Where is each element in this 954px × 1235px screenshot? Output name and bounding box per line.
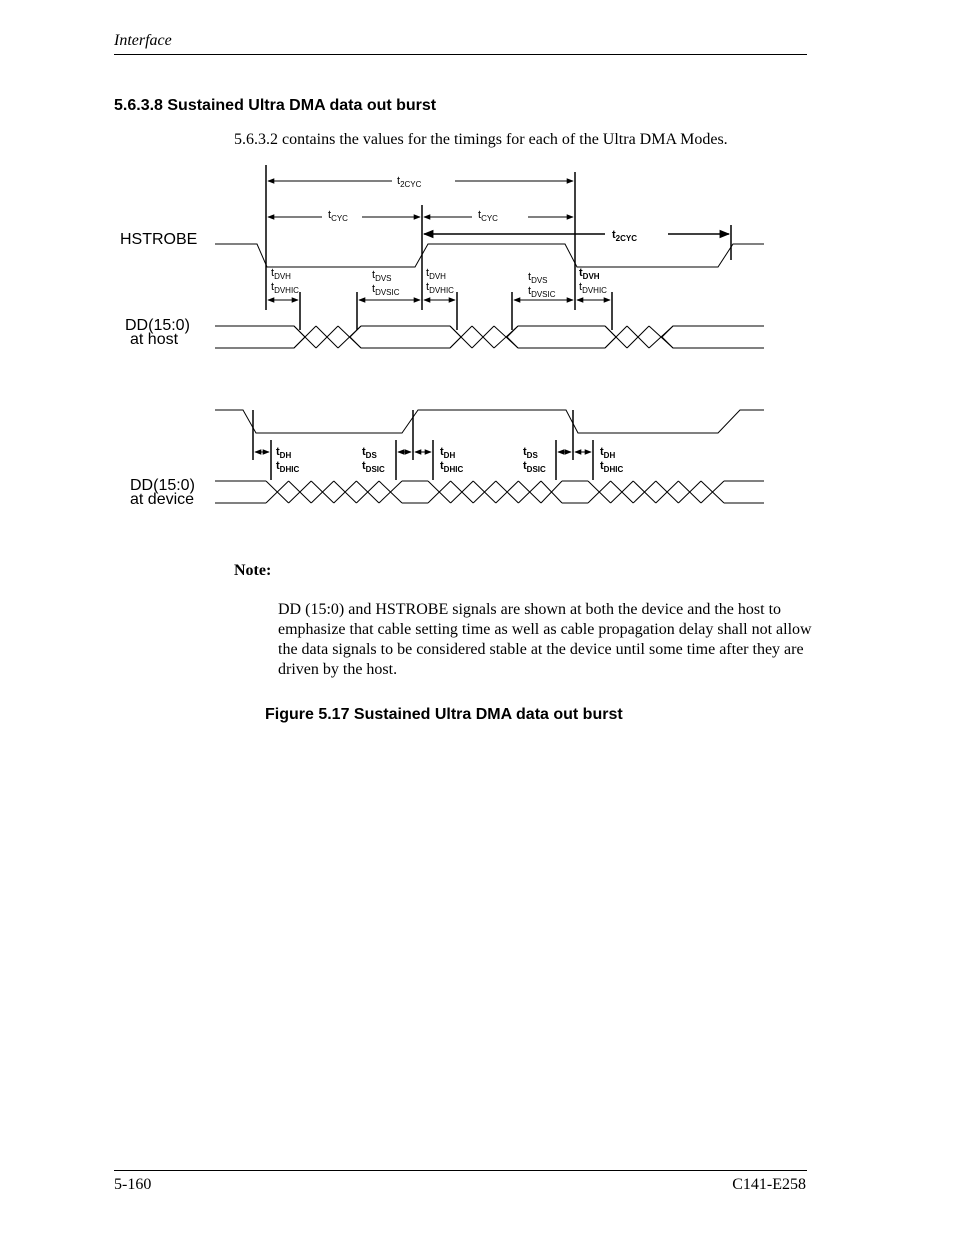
- svg-text:tDVH: tDVH: [579, 267, 600, 281]
- hstrobe-waveform: [215, 243, 764, 268]
- svg-text:tDVHIC: tDVHIC: [426, 281, 454, 295]
- svg-text:tDH: tDH: [600, 446, 615, 460]
- t2cyc-dimension-1: t2CYC: [267, 175, 574, 189]
- dd-device-label-2: at device: [130, 491, 194, 508]
- svg-text:tDH: tDH: [276, 446, 291, 460]
- svg-text:tDHIC: tDHIC: [600, 460, 623, 474]
- svg-text:tDHIC: tDHIC: [440, 460, 463, 474]
- svg-text:tDSIC: tDSIC: [523, 460, 546, 474]
- note-label: Note:: [234, 562, 272, 579]
- t2cyc-dimension-2: t2CYC: [422, 229, 731, 243]
- svg-text:tDVHIC: tDVHIC: [579, 281, 607, 295]
- running-header: Interface: [114, 32, 172, 49]
- svg-text:tDVSIC: tDVSIC: [372, 283, 400, 297]
- footer-rule: [114, 1170, 807, 1171]
- svg-text:tDVH: tDVH: [271, 267, 291, 281]
- device-reference-lines: [252, 410, 594, 480]
- section-title: 5.6.3.8 Sustained Ultra DMA data out bur…: [114, 97, 437, 114]
- svg-text:tDVH: tDVH: [426, 267, 446, 281]
- dd-host-label-1: DD(15:0): [125, 317, 190, 334]
- svg-text:tDH: tDH: [440, 446, 455, 460]
- svg-text:tDSIC: tDSIC: [362, 460, 385, 474]
- host-timing-labels: tDVH tDVHIC tDVS tDVSIC tDVH tDVHIC tDVS…: [271, 267, 607, 299]
- device-strobe-waveform: [215, 409, 764, 434]
- figure-caption: Figure 5.17 Sustained Ultra DMA data out…: [265, 706, 623, 723]
- tcyc-dimension-1: tCYC: [267, 209, 421, 223]
- note-text: DD (15:0) and HSTROBE signals are shown …: [278, 601, 812, 678]
- header-rule: [114, 54, 807, 55]
- dd-host-bus: [215, 325, 764, 349]
- svg-text:tDVS: tDVS: [372, 269, 392, 283]
- svg-text:tDS: tDS: [523, 446, 538, 460]
- svg-text:tCYC: tCYC: [478, 209, 498, 223]
- device-timing-labels: tDH tDHIC tDS tDSIC tDH tDHIC tDS tDSIC …: [276, 446, 623, 474]
- dd-host-label-2: at host: [130, 331, 179, 348]
- svg-text:tDVSIC: tDVSIC: [528, 285, 556, 299]
- dd-device-bus: [215, 480, 764, 504]
- hstrobe-label: HSTROBE: [120, 231, 197, 248]
- svg-text:tDVS: tDVS: [528, 271, 548, 285]
- tcyc-dimension-2: tCYC: [423, 209, 574, 223]
- svg-text:tDS: tDS: [362, 446, 377, 460]
- reference-lines: [265, 165, 732, 330]
- svg-text:t2CYC: t2CYC: [397, 175, 422, 189]
- svg-text:tDHIC: tDHIC: [276, 460, 299, 474]
- timing-diagram: HSTROBE DD(15:0) at host DD(15:0) at dev…: [120, 165, 764, 508]
- svg-text:tDVHIC: tDVHIC: [271, 281, 299, 295]
- document-code: C141-E258: [732, 1176, 806, 1193]
- svg-text:t2CYC: t2CYC: [612, 229, 637, 243]
- intro-paragraph: 5.6.3.2 contains the values for the timi…: [234, 131, 728, 148]
- dd-device-label-1: DD(15:0): [130, 477, 195, 494]
- page-number: 5-160: [114, 1176, 152, 1193]
- svg-text:tCYC: tCYC: [328, 209, 348, 223]
